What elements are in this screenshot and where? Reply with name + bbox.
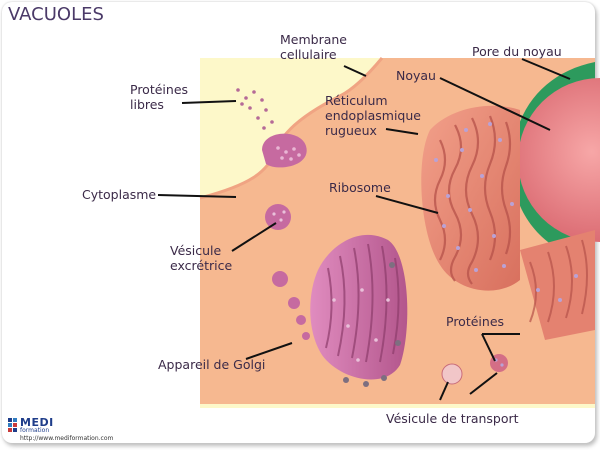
logo-word: MEDI (20, 416, 54, 429)
label-nucleus: Noyau (396, 68, 436, 83)
golgi-apparatus (310, 234, 408, 380)
leader-lines (157, 58, 571, 401)
diagram-title: VACUOLES (8, 4, 104, 25)
label-cytoplasm: Cytoplasme (82, 187, 157, 202)
cell-membrane (199, 57, 384, 200)
mediformation-logo: MEDI formation http://www.mediformation.… (8, 416, 128, 444)
label-free-proteins: Protéines libres (130, 82, 189, 112)
nucleus (512, 62, 600, 262)
logo-subtitle: formation (20, 427, 50, 434)
label-membrane: Membrane cellulaire (280, 32, 347, 62)
logo-url-link[interactable]: http://www.mediformation.com (20, 435, 114, 442)
er-extension (520, 230, 595, 340)
label-golgi: Appareil de Golgi (158, 357, 266, 372)
label-excretory-vesicle: Vésicule excrétrice (170, 243, 233, 273)
label-transport-vesicle: Vésicule de transport (386, 411, 519, 426)
label-nuclear-pore: Pore du noyau (472, 44, 562, 59)
rough-er (421, 105, 595, 340)
label-rough-er: Réticulum endoplasmique rugueux (325, 93, 421, 138)
free-protein-dots (236, 88, 274, 130)
label-ribosome: Ribosome (329, 180, 391, 195)
logo-mark-icon (8, 418, 17, 432)
label-proteins: Protéines (446, 314, 505, 329)
golgi-vesicles (272, 271, 310, 340)
transport-vesicle-1 (441, 363, 463, 385)
excretory-vesicle-shape (265, 204, 291, 230)
exocytosis-vesicle (262, 133, 307, 168)
